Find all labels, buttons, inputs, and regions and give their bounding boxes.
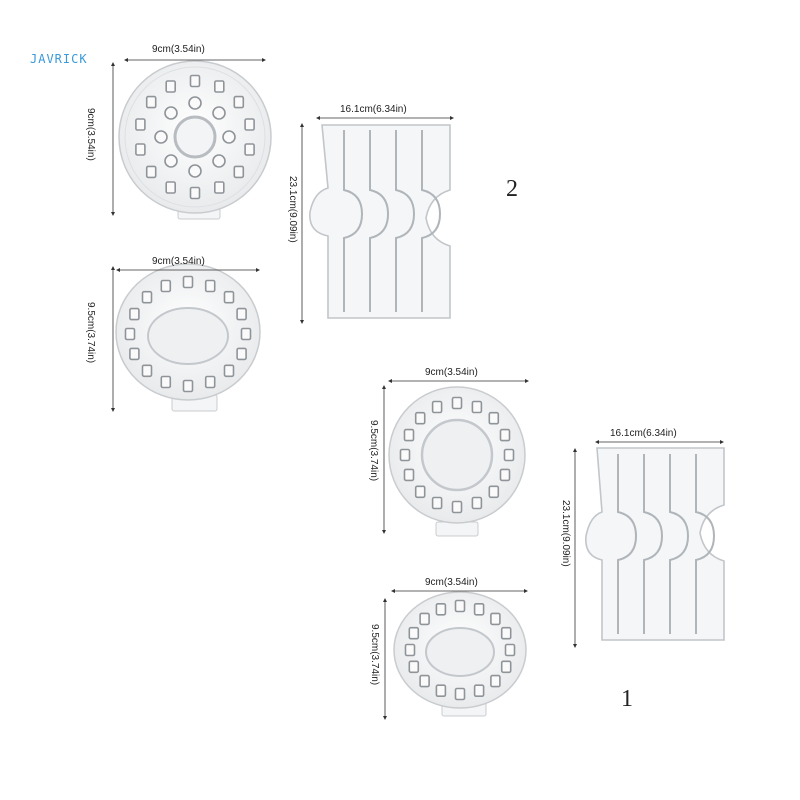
cavity: [160, 375, 172, 389]
cavity: [182, 379, 194, 393]
set1-oval-width-label: 9cm(3.54in): [425, 577, 478, 588]
cavity: [490, 612, 501, 626]
set2-round-width-label: 9cm(3.54in): [152, 44, 205, 55]
round-cavity: [212, 106, 226, 120]
cavity: [403, 428, 415, 442]
round-cavity: [188, 96, 202, 110]
cavity: [165, 181, 176, 194]
cavity: [160, 279, 172, 293]
set1-rack-height-label: 23.1cm(9.09in): [560, 500, 571, 567]
cavity: [488, 411, 500, 425]
cavity: [471, 496, 483, 510]
cavity: [244, 143, 255, 156]
round-cavity: [164, 154, 178, 168]
round-cavity: [164, 106, 178, 120]
cavity: [403, 468, 415, 482]
set-number-1: 1: [621, 686, 633, 712]
cavity: [473, 684, 485, 698]
set1-round-height-label: 9.5cm(3.74in): [368, 420, 379, 482]
cavity: [236, 347, 247, 361]
cavity: [499, 468, 511, 482]
cavity: [223, 364, 235, 378]
set2-rack-height-label: 23.1cm(9.09in): [287, 176, 298, 243]
cavity: [404, 643, 416, 657]
cavity: [419, 612, 430, 626]
cavity: [223, 290, 235, 304]
cavity: [488, 485, 500, 499]
cavity: [124, 327, 136, 341]
cavity: [451, 500, 463, 514]
cavity: [204, 279, 216, 293]
cavity: [189, 74, 201, 88]
set-number-2: 2: [506, 176, 518, 202]
cavity: [399, 448, 411, 462]
cavity: [435, 684, 447, 698]
cavity: [141, 364, 153, 378]
cavity: [473, 602, 485, 616]
set2-round-height-label: 9cm(3.54in): [85, 108, 96, 161]
cavity: [431, 496, 443, 510]
cavity: [471, 400, 483, 414]
cavity: [214, 80, 225, 93]
cavity: [182, 275, 194, 289]
cavity: [240, 327, 252, 341]
cavity: [214, 181, 225, 194]
cavity: [408, 626, 420, 640]
cavity: [244, 118, 255, 131]
cavity: [454, 599, 466, 613]
dimension-lines: [111, 58, 724, 720]
set2-round-mold: [118, 60, 272, 220]
cavity: [504, 643, 516, 657]
cavity: [503, 448, 515, 462]
round-cavity: [222, 130, 236, 144]
set2-rack-width-label: 16.1cm(6.34in): [340, 104, 407, 115]
cavity: [129, 307, 140, 321]
cavity: [500, 626, 512, 640]
cavity: [408, 660, 420, 674]
cavity: [454, 687, 466, 701]
cavity: [145, 165, 157, 179]
round-cavity: [212, 154, 226, 168]
cavity: [204, 375, 216, 389]
cavity: [135, 143, 146, 156]
cavity: [500, 660, 512, 674]
cavity: [189, 186, 201, 200]
set1-oval-height-label: 9.5cm(3.74in): [369, 624, 380, 686]
cavity: [233, 165, 245, 179]
set1-round-width-label: 9cm(3.54in): [425, 367, 478, 378]
cavity: [490, 674, 501, 688]
cavity: [141, 290, 153, 304]
cavity: [129, 347, 140, 361]
cavity: [165, 80, 176, 93]
cavity: [419, 674, 430, 688]
brand-watermark: JAVRICK: [30, 52, 88, 66]
cavity: [431, 400, 443, 414]
set1-oval-mold: [393, 591, 527, 717]
set2-oval-mold: [115, 263, 261, 412]
cavity: [236, 307, 247, 321]
cavity: [414, 485, 426, 499]
set1-rack-mold: [585, 447, 725, 641]
set2-rack-mold: [309, 124, 451, 319]
set2-oval-width-label: 9cm(3.54in): [152, 256, 205, 267]
cavity: [414, 411, 426, 425]
set1-rack-width-label: 16.1cm(6.34in): [610, 428, 677, 439]
cavity: [451, 396, 463, 410]
round-cavity: [188, 164, 202, 178]
cavity: [499, 428, 511, 442]
cavity: [135, 118, 146, 131]
cavity: [435, 602, 447, 616]
cavity: [233, 95, 245, 109]
set1-round-mold: [388, 386, 526, 537]
cavity: [145, 95, 157, 109]
round-cavity: [154, 130, 168, 144]
set2-oval-height-label: 9.5cm(3.74in): [85, 302, 96, 364]
